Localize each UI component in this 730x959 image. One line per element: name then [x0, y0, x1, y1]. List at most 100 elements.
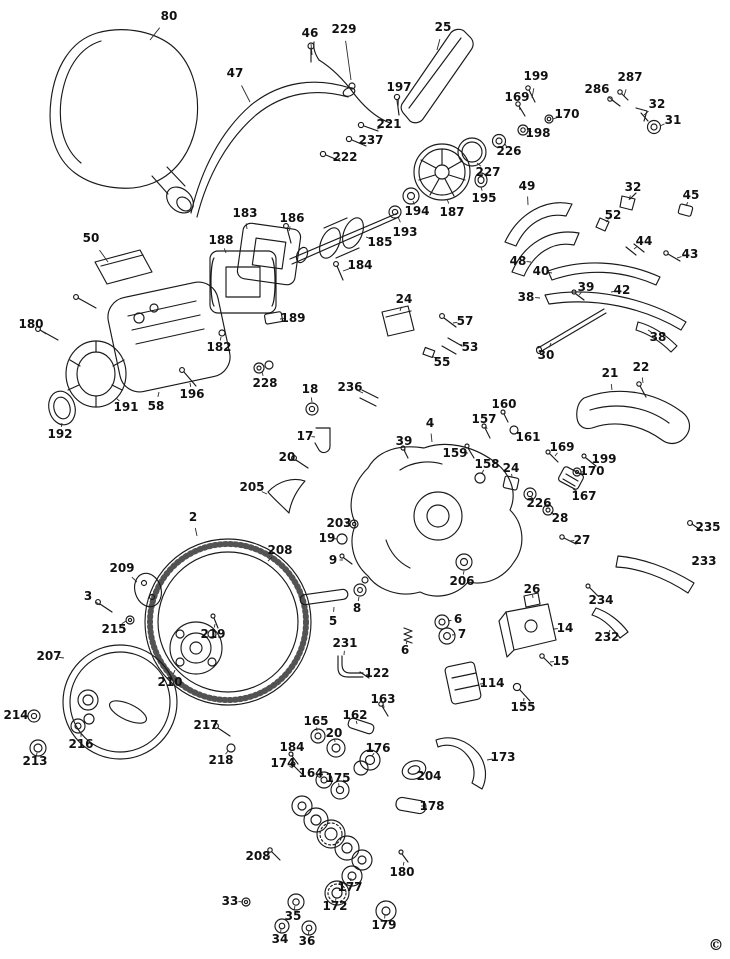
leader-line [307, 930, 310, 935]
part-label-221: 221 [376, 117, 401, 131]
leader-line [485, 425, 488, 430]
top-right-pins [607, 89, 662, 135]
leader-line [610, 290, 615, 293]
part-label-218: 218 [208, 753, 233, 767]
leader-line [261, 371, 264, 377]
part-label-199: 199 [591, 452, 616, 466]
part-label-52: 52 [605, 208, 622, 222]
leader-line [552, 116, 559, 120]
part-label-219: 219 [200, 627, 225, 641]
part-label-203: 203 [326, 516, 351, 530]
part-label-28: 28 [552, 511, 569, 525]
part-label-38: 38 [518, 290, 535, 304]
part-label-32: 32 [649, 97, 666, 111]
part-label-183: 183 [232, 206, 257, 220]
part-label-114: 114 [479, 676, 504, 690]
leader-line [436, 38, 441, 51]
leader-line [225, 750, 229, 755]
part-label-25: 25 [435, 20, 452, 34]
leader-line [405, 640, 408, 645]
part-label-180: 180 [18, 317, 43, 331]
leader-line [213, 623, 216, 628]
part-label-163: 163 [370, 692, 395, 706]
leader-line [531, 88, 535, 99]
part-label-24: 24 [503, 461, 520, 475]
part-label-55: 55 [434, 355, 451, 369]
part-label-39: 39 [578, 280, 595, 294]
leader-line [149, 27, 161, 41]
leader-line [289, 765, 294, 769]
part-label-162: 162 [342, 708, 367, 722]
leader-line [633, 245, 638, 250]
part-label-46: 46 [302, 26, 319, 40]
part-label-182: 182 [206, 340, 231, 354]
part-label-213: 213 [22, 754, 47, 768]
part-label-27: 27 [574, 533, 591, 547]
part-label-197: 197 [386, 80, 411, 94]
part-label-180: 180 [389, 865, 414, 879]
part-label-216: 216 [68, 737, 93, 751]
leader-line [58, 656, 65, 659]
latch-and-brushes [381, 305, 463, 359]
leader-line [486, 758, 493, 761]
part-label-8: 8 [353, 601, 361, 615]
leader-line [219, 336, 222, 341]
part-label-175: 175 [325, 771, 350, 785]
leader-line [548, 342, 552, 348]
leader-line [476, 162, 482, 167]
motor-end-cap [48, 340, 127, 426]
part-label-160: 160 [491, 397, 516, 411]
part-label-196: 196 [179, 387, 204, 401]
leader-line [647, 329, 652, 333]
part-label-184: 184 [279, 740, 304, 754]
leader-line [462, 570, 465, 575]
leader-line [608, 629, 611, 633]
part-label-157: 157 [471, 412, 496, 426]
leader-line [554, 452, 558, 457]
gear-train [241, 701, 427, 936]
leader-line [572, 488, 578, 492]
leader-line [115, 397, 120, 402]
part-label-21: 21 [602, 366, 619, 380]
part-label-15: 15 [553, 654, 570, 668]
part-label-43: 43 [682, 247, 699, 261]
part-label-34: 34 [272, 932, 289, 946]
part-label-233: 233 [691, 554, 716, 568]
part-label-38: 38 [650, 330, 667, 344]
part-label-204: 204 [416, 769, 441, 783]
part-label-214: 214 [3, 708, 28, 722]
part-label-188: 188 [208, 233, 233, 247]
part-label-40: 40 [533, 264, 550, 278]
leader-line [578, 291, 582, 296]
part-label-4: 4 [426, 416, 434, 430]
leader-line [457, 343, 463, 346]
leader-line [342, 268, 350, 272]
leader-line [623, 89, 627, 97]
leader-line [355, 720, 358, 725]
leader-line [431, 355, 436, 359]
leader-line [293, 459, 298, 462]
leader-line [659, 123, 665, 127]
part-label-206: 206 [449, 574, 474, 588]
part-label-80: 80 [161, 9, 178, 23]
part-label-222: 222 [332, 150, 357, 164]
part-label-5: 5 [329, 614, 337, 628]
leader-line [358, 390, 364, 394]
part-label-53: 53 [462, 340, 479, 354]
part-label-184: 184 [347, 258, 372, 272]
part-label-236: 236 [337, 380, 362, 394]
part-label-226: 226 [496, 144, 521, 158]
leader-line [418, 771, 423, 774]
leader-line [593, 460, 598, 463]
part-label-210: 210 [157, 675, 182, 689]
part-label-186: 186 [279, 211, 304, 225]
part-label-22: 22 [633, 360, 650, 374]
part-label-226: 226 [526, 496, 551, 510]
leader-line [691, 561, 697, 564]
leader-line [527, 130, 532, 133]
rear-brackets [585, 520, 703, 639]
part-label-39: 39 [396, 434, 413, 448]
leader-line [172, 669, 176, 675]
